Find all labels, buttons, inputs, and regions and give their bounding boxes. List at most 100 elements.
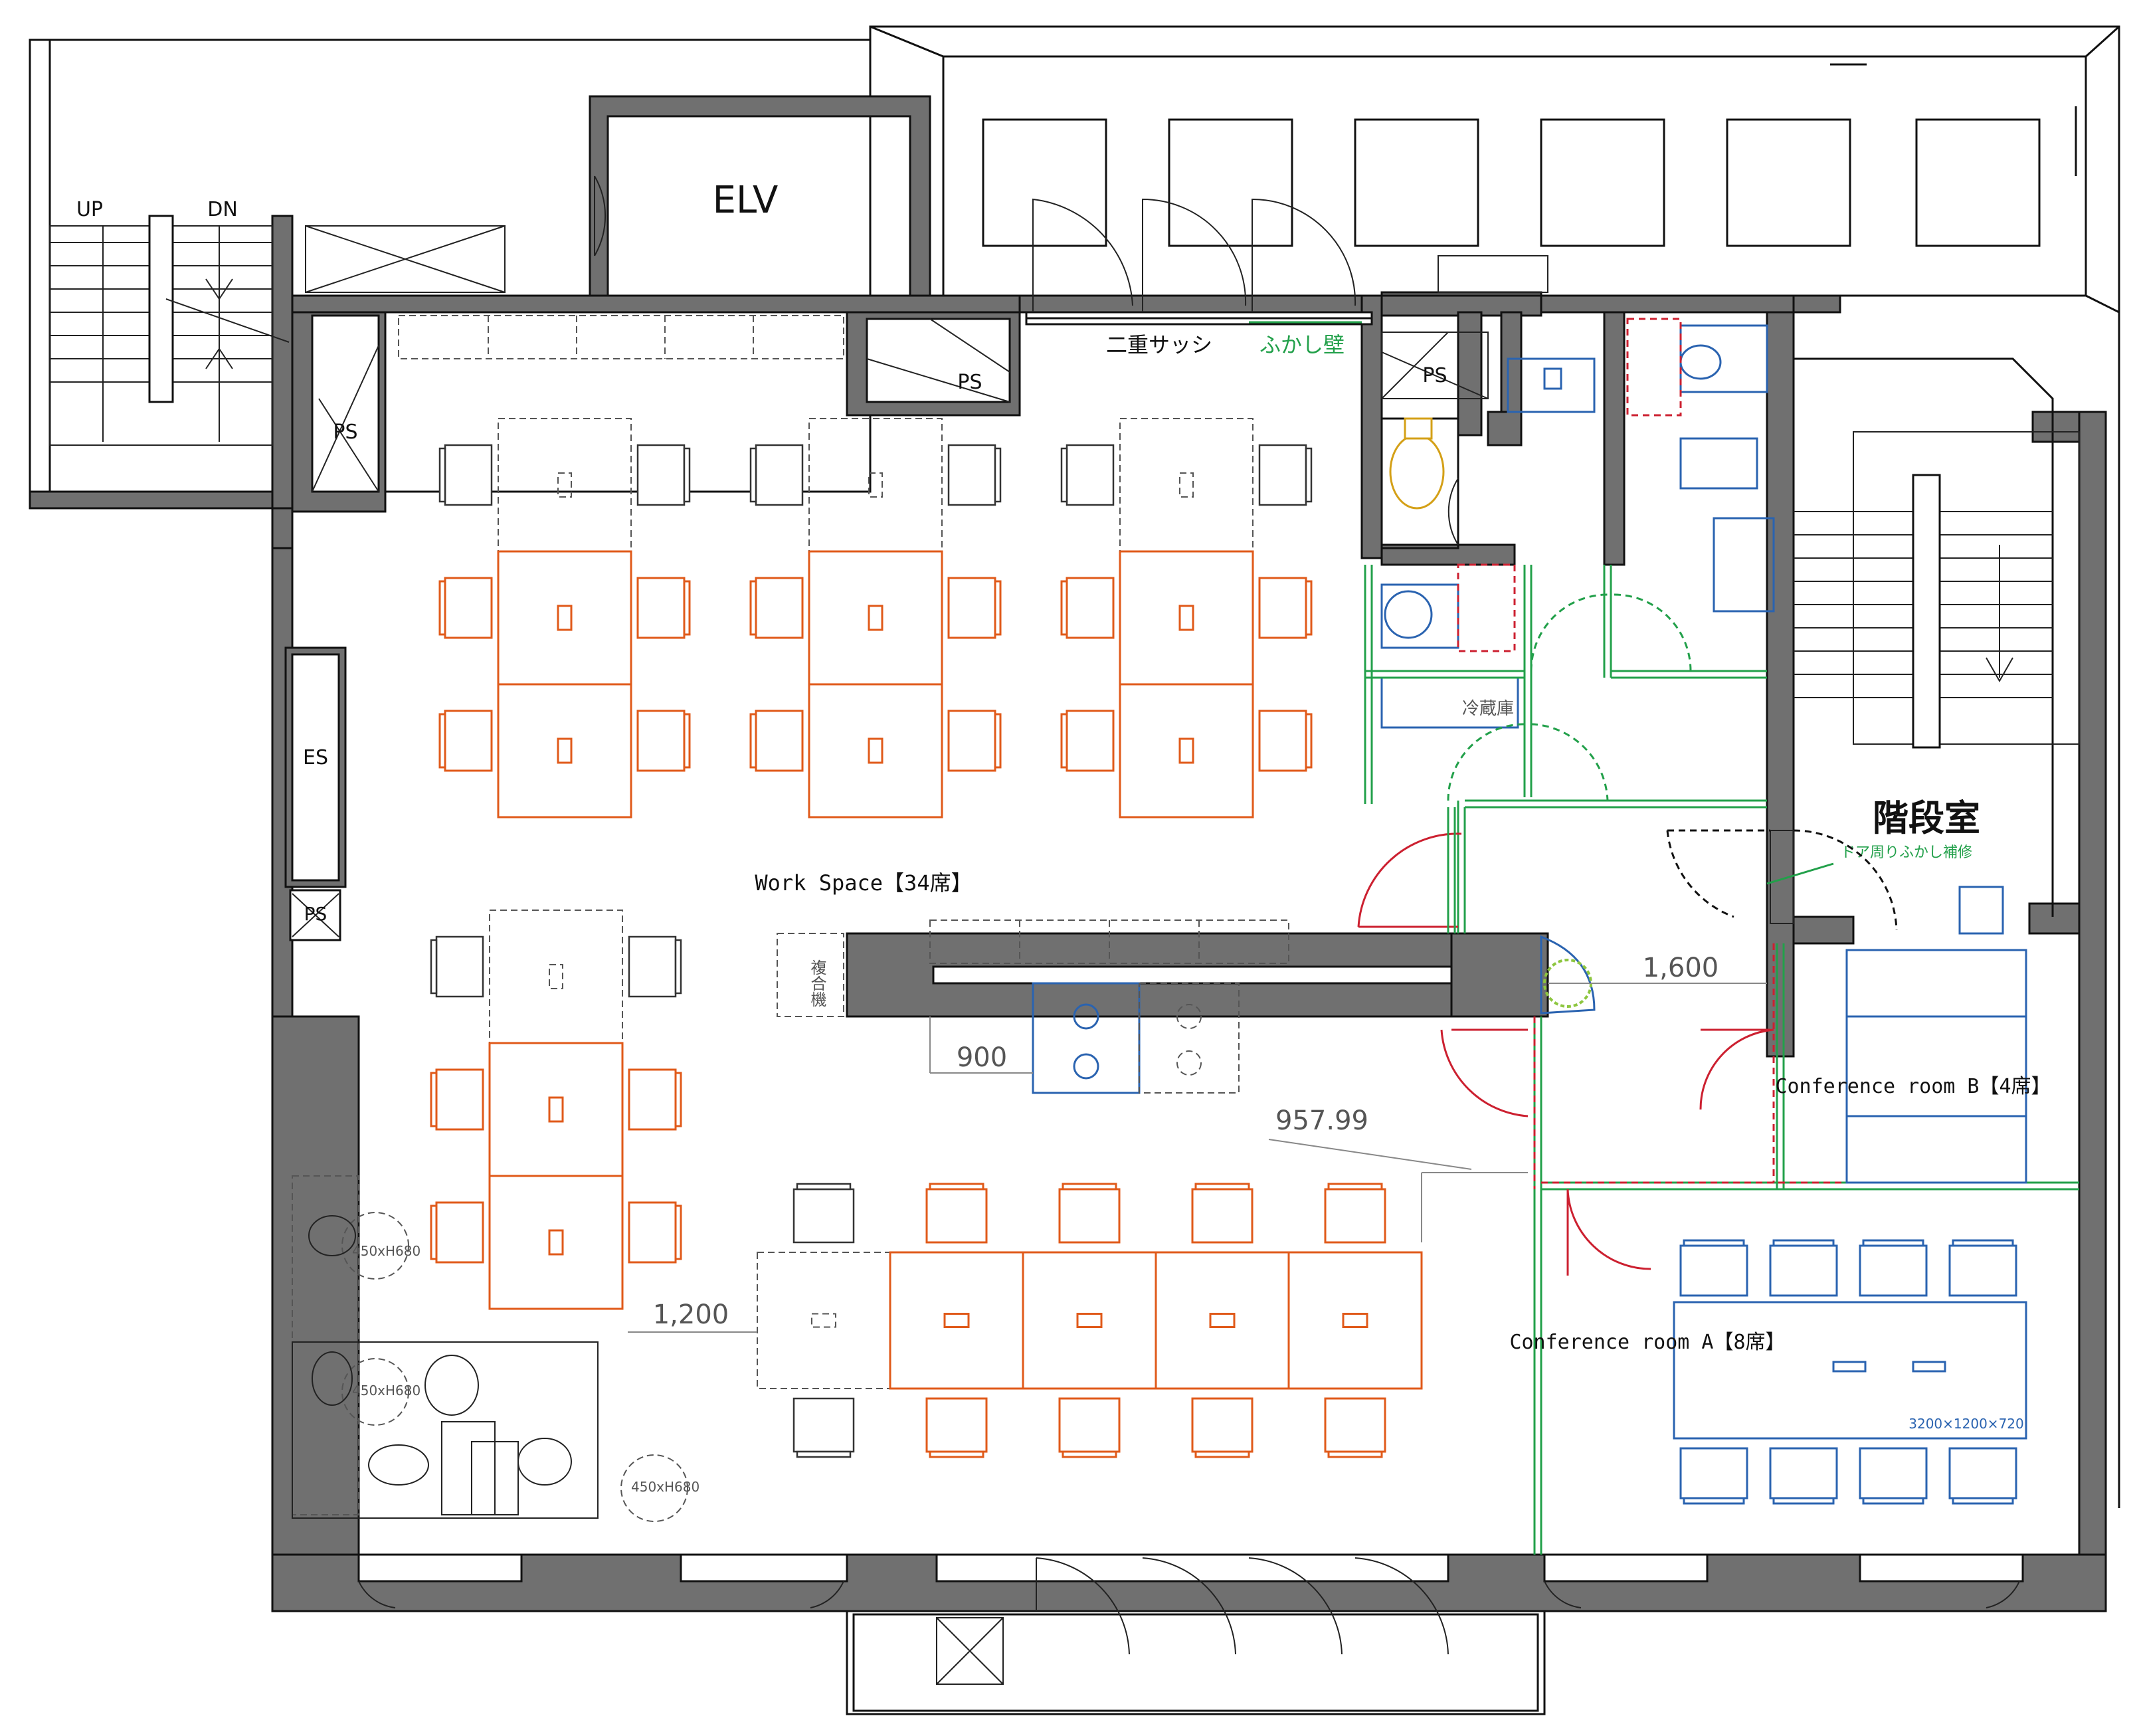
lounge-size-2: 450xH680 [352,1383,420,1398]
elevator: ELV [305,175,779,293]
desk [488,1042,624,1177]
dimensions: 1,600 900 957.99 1,200 [628,953,1767,1333]
chair [1679,1447,1748,1505]
elv-label: ELV [713,179,779,222]
chair [636,577,691,639]
ps-label-left: PS [333,421,357,444]
chair [1948,1239,2017,1297]
bottom-doors [358,1557,2020,1685]
desk [489,910,623,1044]
chair [1324,1183,1386,1244]
copier-label: 複合機 [808,959,826,1007]
stairwell-label: 階段室 [1873,797,1980,839]
chair [430,1068,484,1131]
desk-cluster-left-lower [430,910,682,1310]
conference-rooms: Conference room B【4席】 3200×1200×720 Conf… [1440,935,2079,1555]
restrooms: 冷蔵庫 [1364,318,1775,933]
desk [808,550,943,686]
dim-957: 957.99 [1275,1106,1368,1136]
desk [1119,550,1254,686]
chair [1191,1397,1254,1458]
chair [1058,1397,1121,1458]
chair [1060,577,1115,639]
chair [1060,710,1115,772]
chair [792,1397,855,1458]
chair [1948,1447,2017,1505]
desk [808,683,943,819]
chair [438,710,493,772]
desk [498,418,632,552]
bench-desk [1287,1251,1423,1390]
building-walls [29,25,2120,1715]
chair [925,1183,988,1244]
chair [1058,1183,1121,1244]
chair [925,1397,988,1458]
work-space-label: Work Space【34席】 [755,870,972,896]
chair [792,1183,855,1244]
chair [947,577,1002,639]
chair [947,710,1002,772]
chair [628,935,682,998]
table-size-label: 3200×1200×720 [1908,1416,2024,1432]
chair [1060,444,1115,506]
dim-1600: 1,600 [1643,953,1719,983]
chair [1258,577,1313,639]
chair [1191,1183,1254,1244]
desk [808,418,943,552]
ps-label-top: PS [957,371,982,394]
conference-a-label: Conference room A【8席】 [1509,1331,1785,1354]
bench-desk [757,1252,891,1389]
chair [636,444,691,506]
chair [947,444,1002,506]
conference-b-label: Conference room B【4席】 [1775,1075,2051,1098]
chair [438,577,493,639]
chair [1769,1239,1838,1297]
bench-desk [889,1251,1024,1390]
door-repair-label: ドア周りふかし補修 [1841,844,1972,861]
stair-down-label: DN [207,198,238,221]
chair [1769,1447,1838,1505]
es-label: ES [303,746,328,769]
chair [430,935,484,998]
double-sash-label: 二重サッシ [1106,332,1212,357]
chair [1679,1239,1748,1297]
furring-wall-label: ふかし壁 [1259,332,1345,357]
refrigerator-label: 冷蔵庫 [1462,699,1514,719]
chair [438,444,493,506]
top-cabinets [398,315,844,359]
dim-1200: 1,200 [653,1300,729,1330]
chair [1859,1447,1928,1505]
chair [749,710,804,772]
chair [636,710,691,772]
chair [628,1068,682,1131]
chair [1258,444,1313,506]
chair [1859,1239,1928,1297]
ps-shafts: PS PS PS PS ES [292,318,1489,937]
lounge-size-1: 450xH680 [352,1243,420,1259]
desk-clusters [438,418,1313,819]
desk [1119,418,1254,552]
stair-left: UP DN [49,198,290,446]
chair [628,1201,682,1264]
desk [1119,683,1254,819]
kitchen-copier: 複合機 [777,919,1289,1094]
dim-900: 900 [957,1042,1007,1073]
desk [488,1175,624,1310]
chair [1324,1397,1386,1458]
bench-desk-row [757,1183,1423,1458]
lounge-size-3: 450xH680 [631,1479,699,1495]
chair [749,444,804,506]
stairwell-right: 階段室 ドア周りふかし補修 [1666,357,2080,935]
ps-label-toilet: PS [1422,364,1447,387]
lounge-area: 450xH680 450xH680 450xH680 [292,1175,699,1522]
top-windows [982,63,2077,247]
chair [1258,710,1313,772]
bench-desk [1022,1251,1157,1390]
ps-label-small: PS [304,903,327,925]
sash-doors: 二重サッシ ふかし壁 [1025,198,1548,357]
stair-up-label: UP [76,198,103,221]
workspace-doors [1357,807,1462,933]
chair [430,1201,484,1264]
desk [497,683,632,819]
